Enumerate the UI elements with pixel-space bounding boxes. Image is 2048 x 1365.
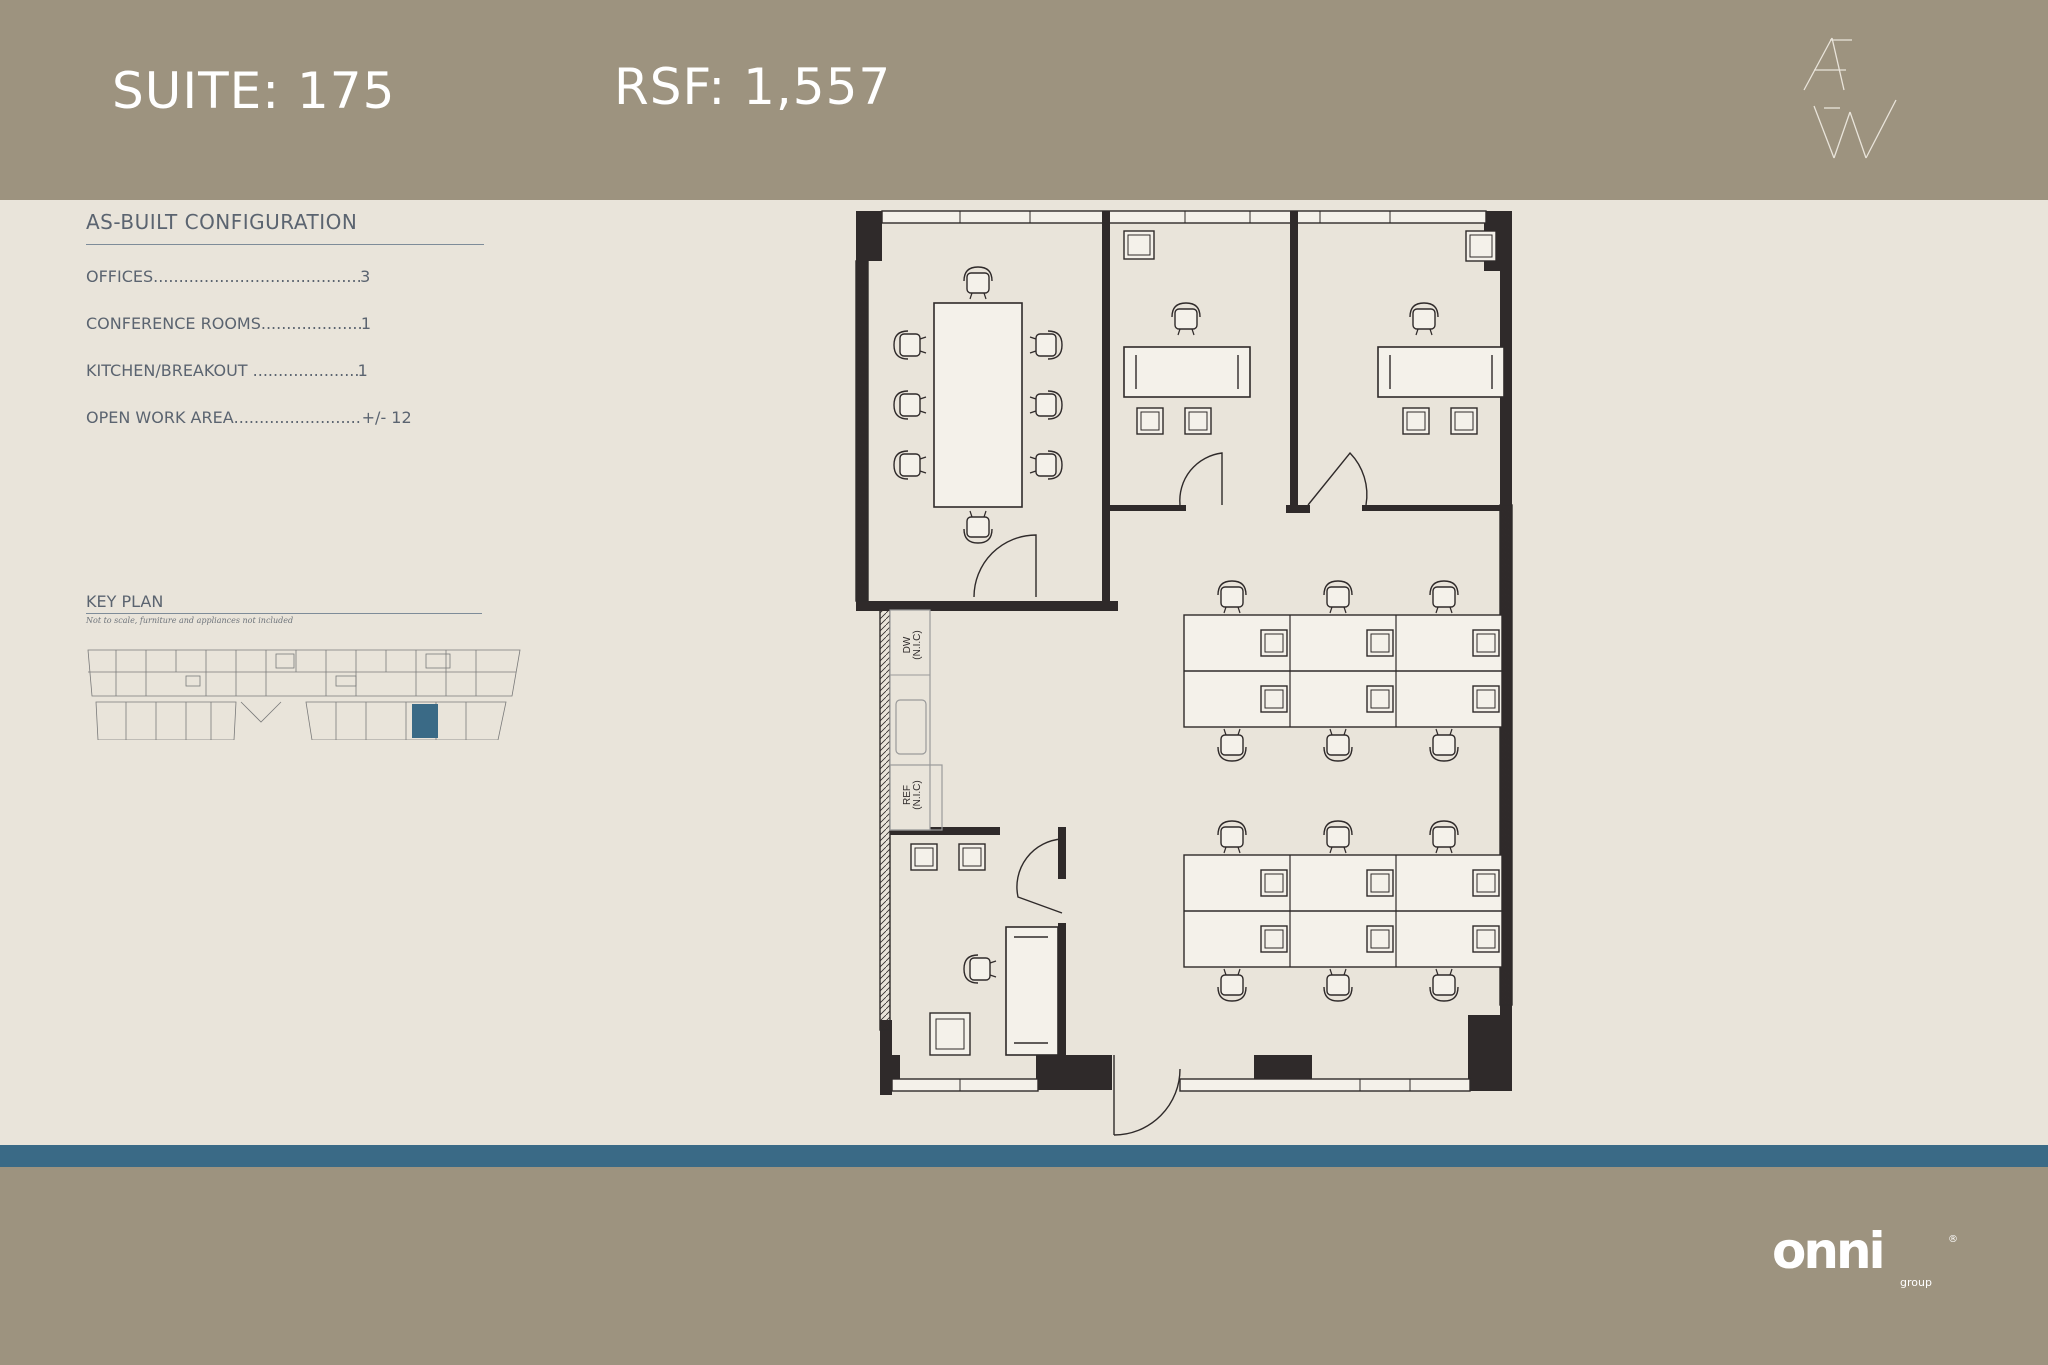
onni-logo-subtext: group: [1900, 1276, 1932, 1289]
dot-leader: ........................................…: [260, 314, 361, 333]
workstation-bench-2: [1183, 820, 1503, 1002]
config-value: 1: [357, 361, 368, 380]
dot-leader: ........................................…: [252, 361, 358, 380]
accent-stripe: [0, 1145, 2048, 1167]
config-row-conference-rooms: CONFERENCE ROOMS .......................…: [86, 314, 486, 361]
config-label: KITCHEN/BREAKOUT: [86, 361, 248, 380]
onni-group-logo: onni group ®: [1772, 1228, 1958, 1289]
key-plan-heading: KEY PLAN: [86, 592, 482, 614]
key-plan-note: Not to scale, furniture and appliances n…: [86, 616, 294, 625]
config-value: 1: [360, 314, 372, 333]
suite-title: SUITE: 175: [112, 62, 396, 120]
configuration-list: OFFICES ................................…: [86, 267, 486, 455]
config-label: OFFICES: [86, 267, 154, 286]
configuration-heading: AS-BUILT CONFIGURATION: [86, 210, 484, 245]
config-row-offices: OFFICES ................................…: [86, 267, 486, 314]
config-label: OPEN WORK AREA: [86, 408, 234, 427]
key-plan-suite-highlight: [412, 704, 438, 738]
key-plan-map: [87, 649, 521, 740]
dot-leader: ........................................…: [233, 408, 362, 427]
rsf-title: RSF: 1,557: [614, 58, 892, 116]
dot-leader: ........................................…: [153, 267, 360, 286]
registered-mark: ®: [1948, 1234, 1958, 1245]
dishwasher-nic-label: (N.I.C): [912, 630, 923, 659]
floor-plan: DW (N.I.C) REF (N.I.C): [855, 210, 1514, 1136]
aw-brand-logo: [1803, 37, 1897, 159]
config-label: CONFERENCE ROOMS: [86, 314, 261, 333]
onni-logo-text: onni: [1772, 1228, 1883, 1280]
header-band: SUITE: 175 RSF: 1,557: [0, 0, 2048, 200]
dishwasher-label: DW: [902, 636, 913, 653]
config-row-open-work-area: OPEN WORK AREA .........................…: [86, 408, 486, 455]
refrigerator-nic-label: (N.I.C): [912, 780, 923, 809]
config-row-kitchen-breakout: KITCHEN/BREAKOUT .......................…: [86, 361, 486, 408]
refrigerator-label: REF: [902, 785, 913, 805]
config-value: +/- 12: [361, 408, 412, 427]
configuration-panel: AS-BUILT CONFIGURATION OFFICES .........…: [86, 210, 486, 455]
footer-band: [0, 1167, 2048, 1365]
key-plan: KEY PLAN Not to scale, furniture and app…: [86, 592, 521, 740]
config-value: 3: [360, 267, 371, 286]
workstation-bench-1: [1183, 580, 1503, 762]
